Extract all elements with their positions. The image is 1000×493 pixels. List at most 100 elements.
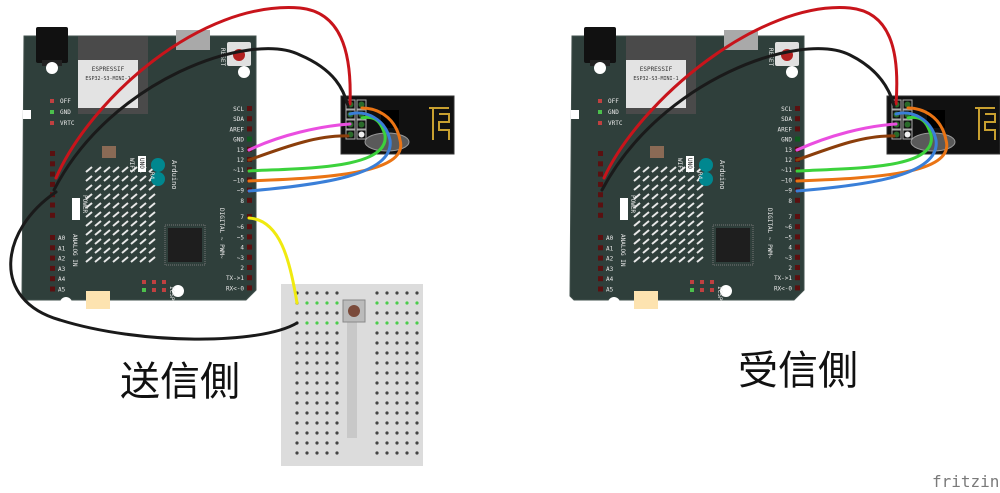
gnd-tab bbox=[23, 110, 31, 119]
model-label: UNO bbox=[138, 158, 145, 169]
analog-pin bbox=[50, 245, 55, 251]
breadboard-hole bbox=[385, 441, 389, 445]
matrix-led bbox=[660, 193, 668, 200]
matrix-led bbox=[94, 211, 102, 218]
matrix-led bbox=[85, 202, 93, 209]
matrix-led bbox=[130, 256, 138, 263]
matrix-led bbox=[103, 256, 111, 263]
digital-pin bbox=[795, 106, 800, 111]
breadboard-hole bbox=[385, 411, 389, 415]
breadboard-hole bbox=[335, 401, 339, 405]
breadboard-hole bbox=[405, 451, 409, 455]
breadboard-hole bbox=[405, 401, 409, 405]
red-wire-3v3 bbox=[602, 6, 899, 180]
breadboard-hole bbox=[325, 381, 329, 385]
digital-pin-label: 4 bbox=[788, 245, 792, 252]
mounting-hole bbox=[594, 62, 606, 74]
matrix-led bbox=[642, 256, 650, 263]
digital-pin bbox=[795, 265, 800, 270]
analog-pin bbox=[598, 245, 603, 251]
matrix-led bbox=[678, 184, 686, 191]
breadboard-hole bbox=[395, 381, 399, 385]
matrix-led bbox=[94, 220, 102, 227]
digital-pin bbox=[247, 126, 252, 132]
breadboard-hole bbox=[305, 381, 309, 385]
breadboard-hole bbox=[325, 351, 329, 355]
matrix-led bbox=[696, 247, 704, 254]
matrix-led bbox=[121, 202, 129, 209]
breadboard-hole bbox=[305, 311, 309, 315]
matrix-led bbox=[103, 193, 111, 200]
matrix-led bbox=[85, 184, 93, 191]
breadboard-hole bbox=[315, 381, 319, 385]
breadboard-hole bbox=[335, 421, 339, 425]
breadboard-hole bbox=[295, 431, 299, 435]
icsp-label: ICSP bbox=[168, 286, 175, 301]
matrix-led bbox=[642, 247, 650, 254]
matrix-led bbox=[651, 256, 659, 263]
analog-pin-label: A3 bbox=[58, 266, 66, 273]
matrix-led bbox=[642, 166, 650, 173]
matrix-led bbox=[94, 202, 102, 209]
breadboard-hole bbox=[305, 361, 309, 365]
breadboard-hole bbox=[325, 341, 329, 345]
breadboard-hole bbox=[395, 451, 399, 455]
breadboard-hole bbox=[405, 301, 409, 305]
qwiic-connector bbox=[634, 291, 658, 309]
matrix-led bbox=[660, 256, 668, 263]
breadboard-hole bbox=[305, 351, 309, 355]
matrix-led bbox=[94, 166, 102, 173]
digital-pin bbox=[795, 275, 800, 281]
matrix-led bbox=[130, 166, 138, 173]
push-button-cap bbox=[348, 305, 360, 317]
matrix-led bbox=[696, 193, 704, 200]
breadboard-hole bbox=[395, 301, 399, 305]
matrix-led bbox=[678, 238, 686, 245]
breadboard-hole bbox=[405, 381, 409, 385]
model-label: UNO bbox=[686, 158, 693, 169]
power-pin bbox=[598, 202, 603, 208]
breadboard-hole bbox=[415, 361, 419, 365]
matrix-led bbox=[642, 220, 650, 227]
matrix-led bbox=[651, 211, 659, 218]
matrix-led bbox=[85, 220, 93, 227]
blue-wire-ce bbox=[247, 111, 392, 193]
matrix-led bbox=[696, 229, 704, 236]
breadboard-hole bbox=[375, 371, 379, 375]
icsp-pin bbox=[690, 280, 694, 284]
breadboard-hole bbox=[335, 311, 339, 315]
matrix-led bbox=[148, 202, 156, 209]
digital-pin-label: ~6 bbox=[237, 224, 245, 231]
sender-caption: 送信側 bbox=[120, 359, 240, 405]
matrix-led bbox=[660, 211, 668, 218]
digital-pin-label: 13 bbox=[237, 147, 245, 154]
arduino-logo-plus bbox=[699, 172, 713, 186]
breadboard-hole bbox=[385, 361, 389, 365]
black-wire-gnd bbox=[600, 47, 896, 192]
breadboard-hole bbox=[415, 441, 419, 445]
breadboard-hole bbox=[335, 331, 339, 335]
breadboard-hole bbox=[375, 431, 379, 435]
matrix-led bbox=[112, 202, 120, 209]
breadboard-hole bbox=[415, 291, 419, 295]
breadboard-hole bbox=[395, 341, 399, 345]
matrix-led bbox=[678, 220, 686, 227]
matrix-led bbox=[678, 211, 686, 218]
matrix-led bbox=[669, 211, 677, 218]
matrix-led bbox=[103, 247, 111, 254]
matrix-led bbox=[94, 229, 102, 236]
breadboard-hole bbox=[385, 321, 389, 325]
breadboard-hole bbox=[325, 441, 329, 445]
digital-pin bbox=[795, 224, 800, 230]
breadboard-hole bbox=[415, 341, 419, 345]
breadboard-hole bbox=[415, 411, 419, 415]
radio-pin-pad bbox=[358, 131, 365, 138]
matrix-led bbox=[669, 229, 677, 236]
matrix-led bbox=[94, 247, 102, 254]
matrix-led bbox=[633, 211, 641, 218]
breadboard-hole bbox=[385, 341, 389, 345]
matrix-led bbox=[85, 211, 93, 218]
breadboard-hole bbox=[375, 311, 379, 315]
digital-pin bbox=[247, 285, 252, 291]
matrix-led bbox=[85, 166, 93, 173]
